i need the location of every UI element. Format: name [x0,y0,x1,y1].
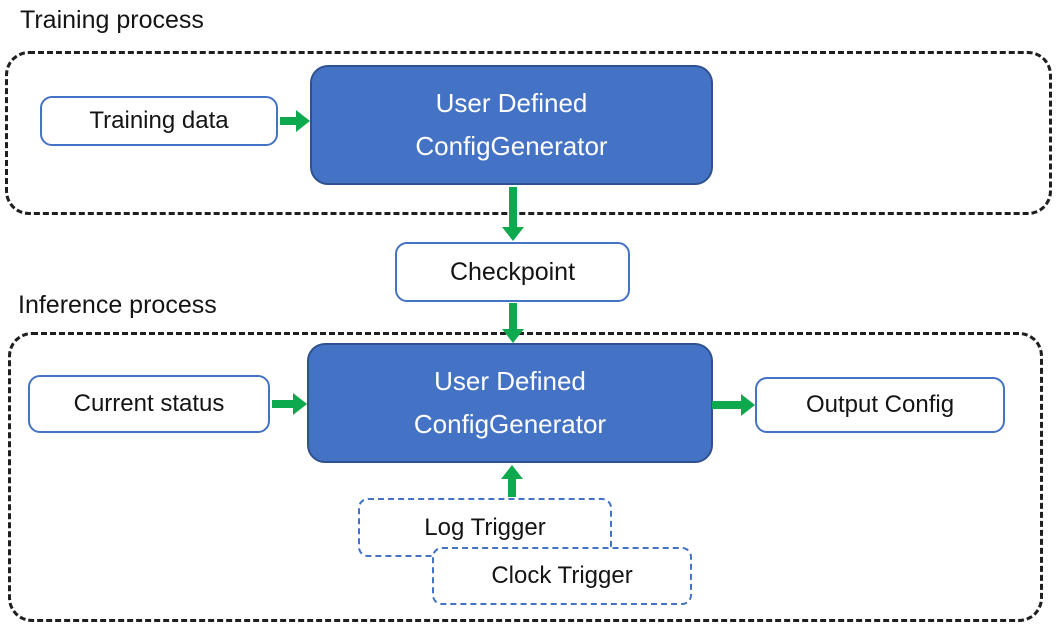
checkpoint-box: Checkpoint [395,242,630,302]
current-status-box: Current status [28,375,270,433]
training-process-container [5,51,1052,215]
inference-process-container [8,332,1043,622]
inference-process-label: Inference process [18,291,217,319]
clock-trigger-box: Clock Trigger [432,547,692,605]
training-process-label: Training process [20,6,204,34]
output-config-box: Output Config [755,377,1005,433]
training-data-box: Training data [40,96,278,146]
inference-config-generator-box: User Defined ConfigGenerator [307,343,713,463]
training-config-generator-box: User Defined ConfigGenerator [310,65,713,185]
